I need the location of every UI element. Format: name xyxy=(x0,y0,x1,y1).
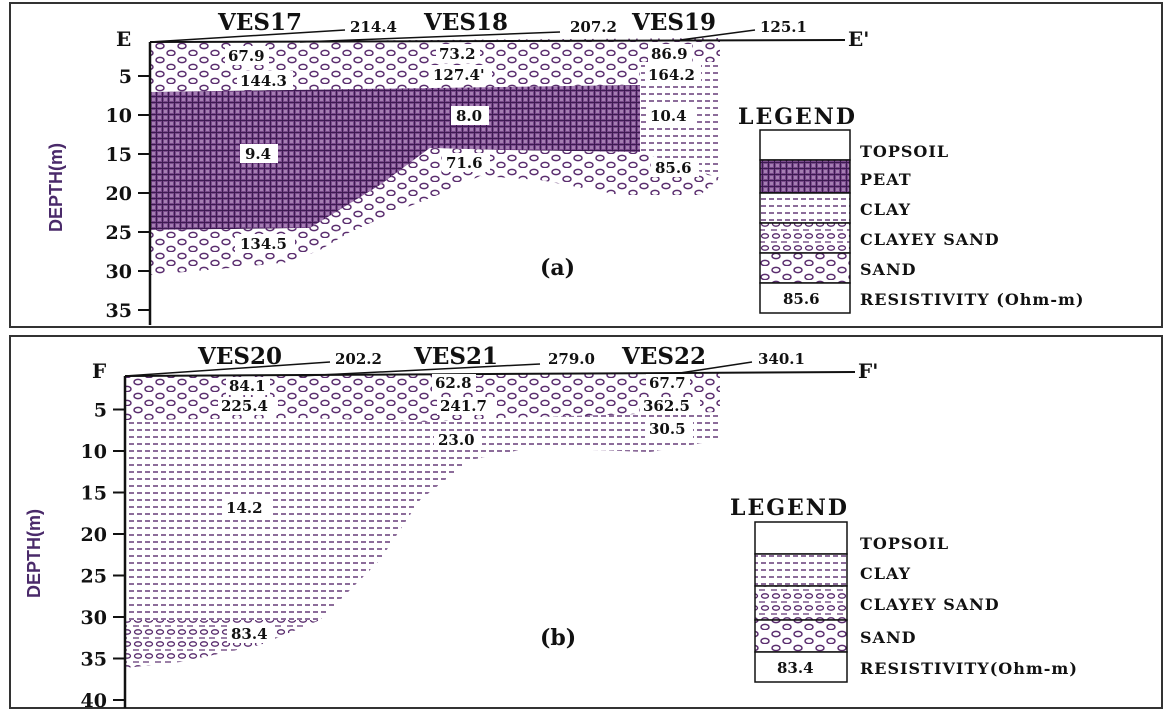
panel-a-surface-line xyxy=(150,40,845,42)
legend-label-clay: CLAY xyxy=(860,200,911,219)
panel-a-tick-label: 20 xyxy=(106,183,132,205)
panel-a-value: 127.4' xyxy=(433,66,485,84)
panel-b-tick-label: 10 xyxy=(81,441,107,463)
panel-b-value: 14.2 xyxy=(226,499,263,517)
panel-a-legend-sample: 85.6 xyxy=(783,290,820,308)
panel-b-value: 84.1 xyxy=(229,377,266,395)
panel-b-tick-label: 15 xyxy=(81,483,107,505)
panel-b-value: 30.5 xyxy=(649,420,686,438)
panel-b-start-label: F xyxy=(92,359,106,383)
panel-b-value: 67.7 xyxy=(649,374,686,392)
panel-a-value: 73.2 xyxy=(439,45,476,63)
legend-swatch-sand xyxy=(760,253,850,283)
panel-b-tick-label: 30 xyxy=(81,607,107,629)
panel-a-value: 144.3 xyxy=(240,72,287,90)
panel-b-elev-3: 340.1 xyxy=(758,350,805,368)
panel-b-elev-2: 279.0 xyxy=(548,350,595,368)
panel-a-value: 67.9 xyxy=(228,47,265,65)
panel-b-clayey-sand-bottom xyxy=(125,620,320,668)
panel-b-value: 62.8 xyxy=(435,374,472,392)
panel-a-value: 9.4 xyxy=(245,145,271,163)
panel-a-caption: (a) xyxy=(540,255,575,281)
panel-a-start-label: E xyxy=(116,27,131,51)
panel-a-elev-1: 214.4 xyxy=(350,18,397,36)
panel-b-value: 225.4 xyxy=(221,397,268,415)
panel-b-tick-label: 20 xyxy=(81,524,107,546)
legend-label-sand: SAND xyxy=(860,260,916,279)
panel-b-ves-2: VES21 xyxy=(413,343,498,370)
panel-a-legend: LEGEND 85.6 TOPSOIL PEAT CLAY CLAYEY SAN… xyxy=(738,104,1084,313)
panel-b-legend: LEGEND 83.4 TOPSOIL CLAY CLAYEY SAND SAN… xyxy=(730,495,1078,682)
panel-a-value: 164.2 xyxy=(648,66,695,84)
legend-swatch-sand xyxy=(755,620,847,652)
legend-swatch-topsoil xyxy=(760,130,850,160)
legend-label-topsoil: TOPSOIL xyxy=(860,142,949,161)
legend-swatch-clay xyxy=(755,554,847,586)
panel-a-value: 10.4 xyxy=(650,107,687,125)
legend-label-sand: SAND xyxy=(860,628,916,647)
panel-a-tick-label: 35 xyxy=(106,300,132,322)
panel-a-end-label: E' xyxy=(848,27,869,51)
legend-label-clay: CLAY xyxy=(860,564,911,583)
legend-label-topsoil: TOPSOIL xyxy=(860,534,949,553)
legend-swatch-clayey-sand xyxy=(760,223,850,253)
panel-b-value: 23.0 xyxy=(438,431,475,449)
legend-swatch-peat xyxy=(760,160,850,193)
panel-a-tick-label: 10 xyxy=(106,105,132,127)
panel-a-tick-label: 30 xyxy=(106,261,132,283)
panel-a-value: 134.5 xyxy=(240,235,287,253)
panel-b-tick-label: 5 xyxy=(94,400,107,422)
panel-b-value: 83.4 xyxy=(231,625,268,643)
panel-a-value: 85.6 xyxy=(655,159,692,177)
panel-b-value: 362.5 xyxy=(643,397,690,415)
panel-b-depth-label: DEPTH(m) xyxy=(24,509,44,598)
legend-label-clayey-sand: CLAYEY SAND xyxy=(860,595,1000,614)
panel-b-tick-label: 35 xyxy=(81,649,107,671)
legend-label-resistivity: RESISTIVITY(Ohm-m) xyxy=(860,659,1078,678)
panel-b-end-label: F' xyxy=(858,359,878,383)
panel-a-elev-3: 125.1 xyxy=(760,18,807,36)
panel-a-ves-2: VES18 xyxy=(423,9,508,36)
panel-b-tick-label: 25 xyxy=(81,566,107,588)
legend-label-clayey-sand: CLAYEY SAND xyxy=(860,230,1000,249)
panel-b-elev-1: 202.2 xyxy=(335,350,382,368)
legend-swatch-clay xyxy=(760,193,850,223)
panel-b-ves-3: VES22 xyxy=(621,343,706,370)
panel-a-value: 86.9 xyxy=(651,45,688,63)
panel-a-depth-label: DEPTH(m) xyxy=(46,143,66,232)
panel-b-legend-sample: 83.4 xyxy=(777,659,814,677)
panel-a-value: 8.0 xyxy=(456,107,482,125)
legend-swatch-clayey-sand xyxy=(755,586,847,620)
panel-a-tick-label: 5 xyxy=(119,66,132,88)
panel-a-legend-title: LEGEND xyxy=(738,104,857,130)
legend-label-peat: PEAT xyxy=(860,170,912,189)
panel-a-tick-label: 25 xyxy=(106,222,132,244)
panel-a-ves-1: VES17 xyxy=(217,9,302,36)
legend-label-resistivity: RESISTIVITY (Ohm-m) xyxy=(860,290,1084,309)
panel-a-ticks: 5 10 15 20 25 30 35 xyxy=(106,66,150,322)
legend-swatch-topsoil xyxy=(755,522,847,554)
panel-b-value: 241.7 xyxy=(440,397,487,415)
panel-b-legend-title: LEGEND xyxy=(730,495,849,521)
panel-a-ves-3: VES19 xyxy=(631,9,716,36)
panel-b-caption: (b) xyxy=(540,625,576,651)
panel-a-value: 71.6 xyxy=(446,154,483,172)
panel-a-elev-2: 207.2 xyxy=(570,18,617,36)
panel-a-tick-label: 15 xyxy=(106,144,132,166)
panel-b-ticks: 5 10 15 20 25 30 35 40 xyxy=(81,400,125,710)
panel-b-tick-label: 40 xyxy=(81,690,107,710)
